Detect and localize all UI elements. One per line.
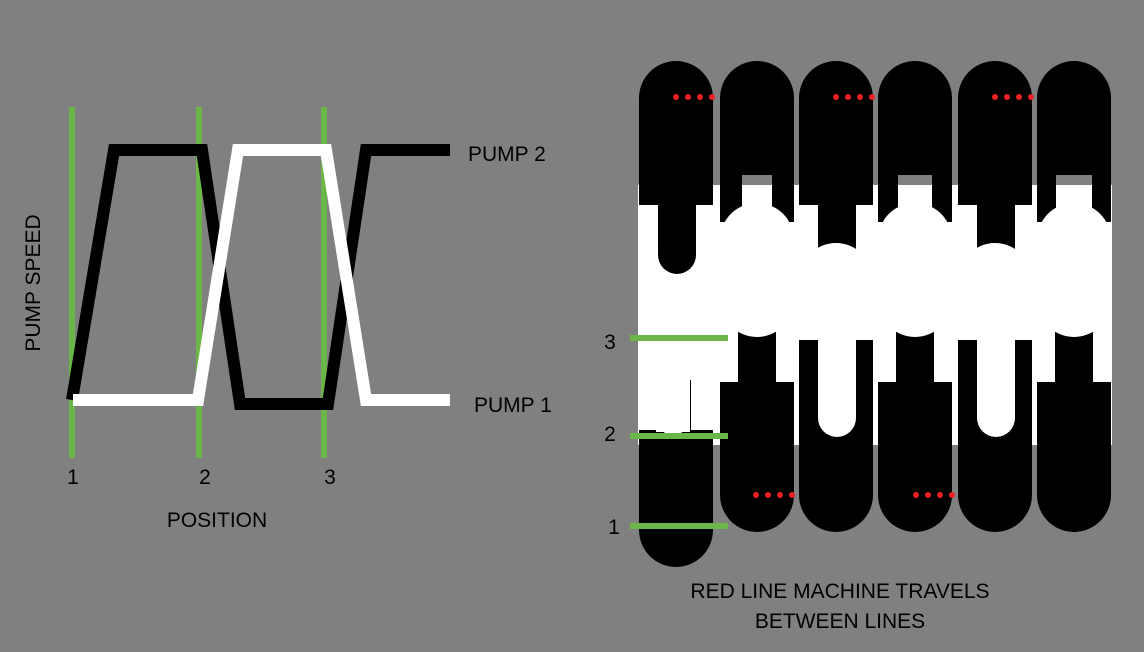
travel-dots-bottom-1	[753, 492, 795, 498]
pump1-curve	[73, 144, 450, 406]
travel-dots-top-3	[992, 94, 1034, 100]
pattern-column-2	[720, 61, 794, 532]
x-axis-label: POSITION	[167, 509, 267, 532]
pump-speed-graph: PUMP SPEED POSITION 1 2 3 PUMP 2 PUMP 1	[22, 107, 552, 532]
travel-dots-top-2	[833, 94, 875, 100]
pump2-curve	[66, 144, 450, 410]
pattern-column-6	[1037, 61, 1111, 532]
pattern-column-3	[799, 61, 873, 532]
caption-line-2: BETWEEN LINES	[755, 610, 925, 633]
pattern-white-base	[638, 185, 1112, 445]
position-label-3: 3	[324, 466, 336, 489]
position-label-2: 2	[199, 466, 211, 489]
pump2-label: PUMP 2	[468, 143, 546, 166]
caption-line-1: RED LINE MACHINE TRAVELS	[690, 580, 989, 603]
line-label-1: 1	[608, 516, 620, 539]
pattern-white-bulges	[656, 203, 1111, 435]
line-label-3: 3	[604, 331, 616, 354]
pattern-column-4	[878, 61, 952, 532]
line-label-2: 2	[604, 423, 616, 446]
travel-dots-bottom-2	[913, 492, 955, 498]
pattern-column-5	[958, 61, 1032, 532]
travel-dots-top-1	[673, 94, 715, 100]
y-axis-label: PUMP SPEED	[22, 214, 45, 351]
pump1-label: PUMP 1	[474, 394, 552, 417]
interlocking-pattern: 3 2 1 RED LINE MACHINE TRAVELS BETWEEN L…	[604, 61, 1112, 633]
position-label-1: 1	[67, 466, 79, 489]
travel-dots	[673, 94, 1034, 498]
